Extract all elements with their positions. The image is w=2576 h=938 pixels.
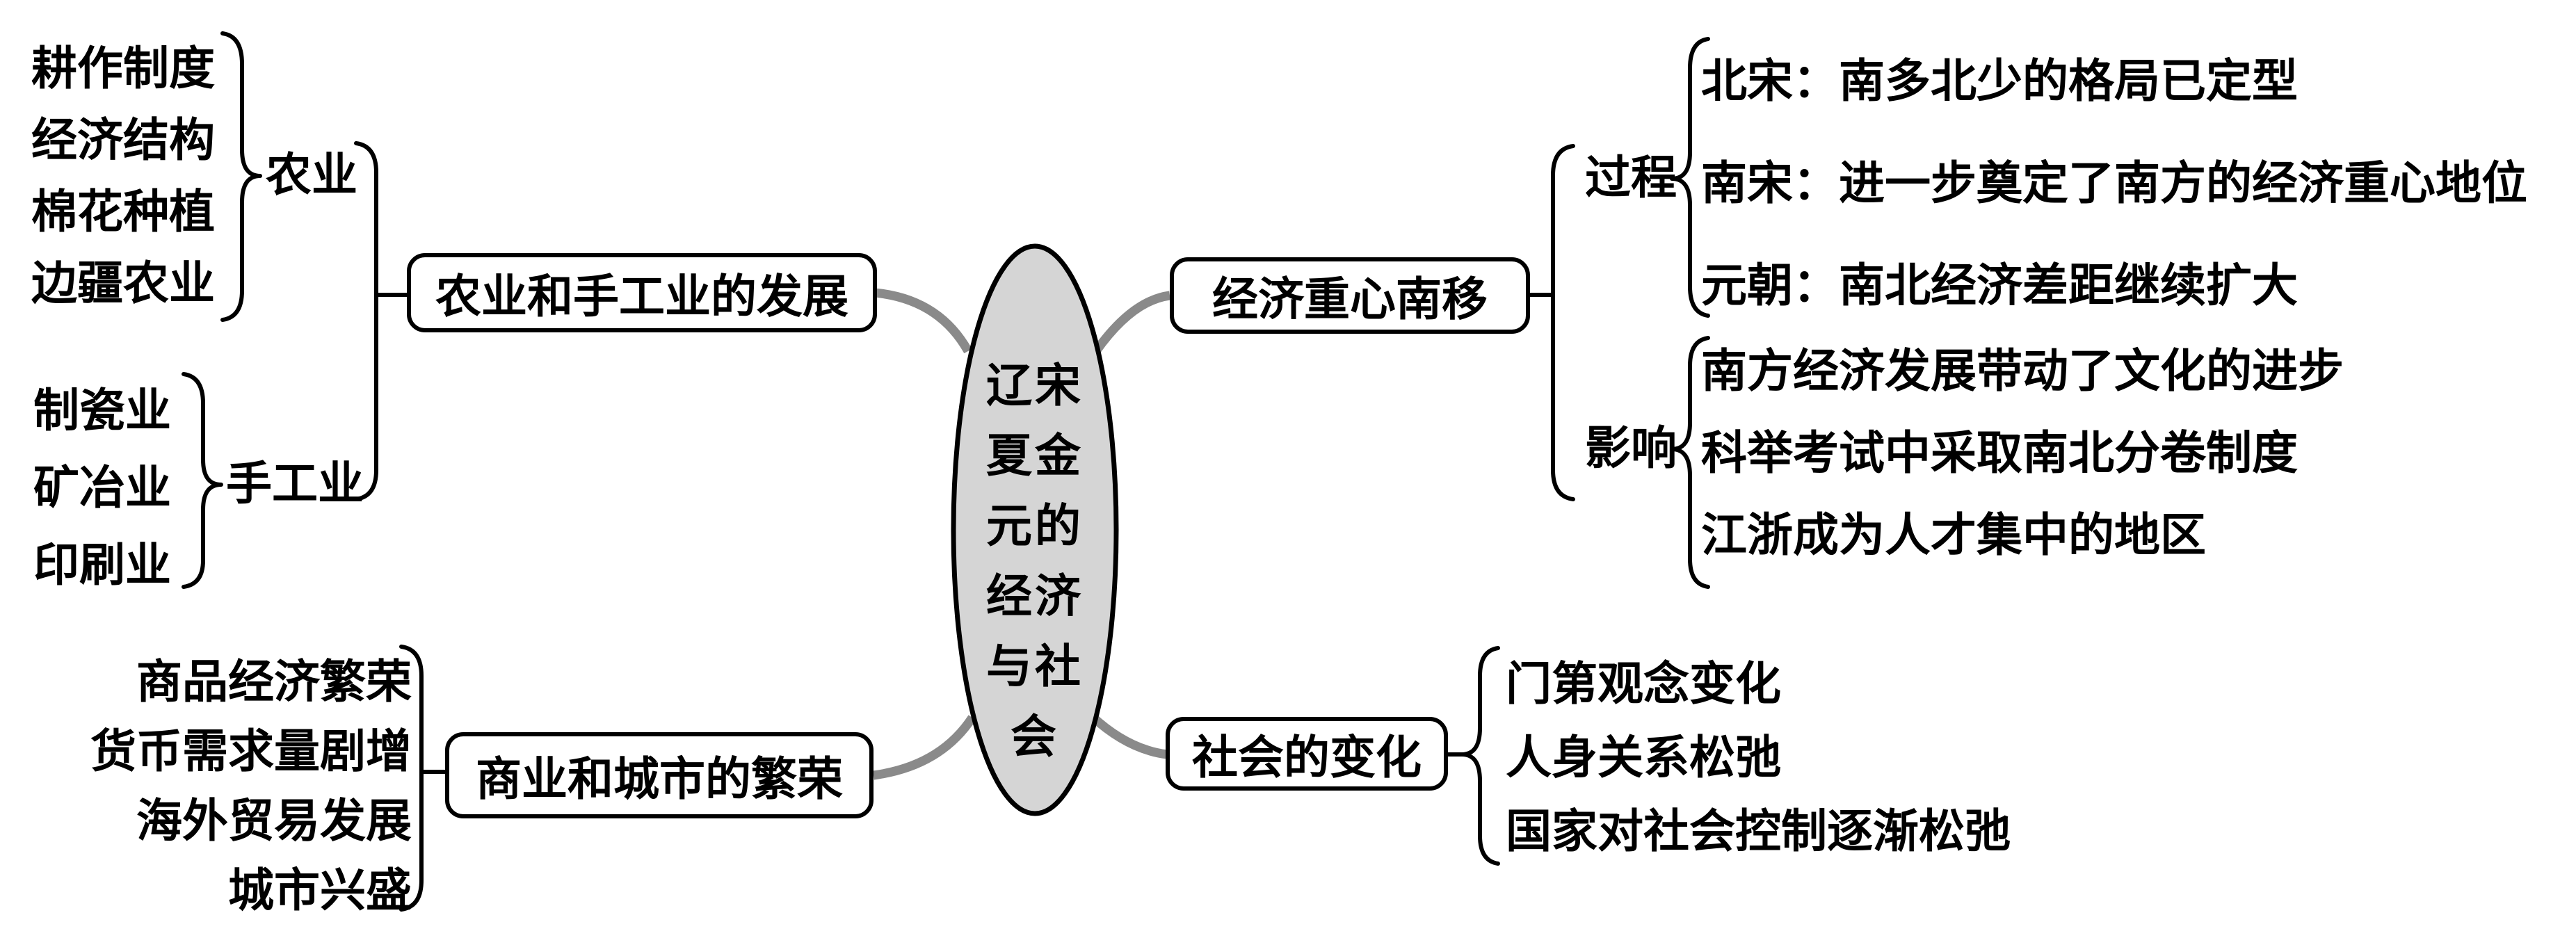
leaf-item: 海外贸易发展 — [136, 796, 412, 847]
connector-bottom-left — [873, 715, 976, 780]
leaf-list-agriculture: 耕作制度 经济结构 棉花种植 边疆农业 — [31, 29, 215, 315]
leaf-list-process: 北宋：南多北少的格局已定型 南宋：进一步奠定了南方的经济重心地位 元朝：南北经济… — [1701, 26, 2527, 332]
branch-box-economic-shift: 经济重心南移 — [1170, 257, 1530, 334]
leaf-item: 货币需求量剧增 — [90, 727, 412, 777]
center-node-label: 辽宋夏金元的经济与社会 — [986, 361, 1084, 763]
leaf-item: 科举考试中采取南北分卷制度 — [1701, 428, 2298, 479]
branch-box-social-change: 社会的变化 — [1166, 717, 1448, 791]
branch-box-agri-handicraft: 农业和手工业的发展 — [407, 253, 877, 332]
group-label-impact: 影响 — [1585, 423, 1677, 474]
leaf-item: 边疆农业 — [31, 258, 215, 309]
leaf-item: 棉花种植 — [31, 186, 215, 238]
leaf-item: 印刷业 — [33, 540, 171, 591]
leaf-item: 南宋：进一步奠定了南方的经济重心地位 — [1701, 158, 2527, 209]
leaf-item: 矿冶业 — [33, 462, 171, 514]
leaf-list-social: 门第观念变化 人身关系松弛 国家对社会控制逐渐松弛 — [1506, 643, 2011, 864]
bracket-economic-shift — [1528, 144, 1575, 501]
leaf-item: 北宋：南多北少的格局已定型 — [1701, 56, 2298, 107]
brace-process — [1670, 37, 1710, 318]
leaf-list-handicraft: 制瓷业 矿冶业 印刷业 — [33, 368, 171, 599]
leaf-item: 耕作制度 — [31, 43, 215, 95]
brace-handicraft — [182, 372, 223, 589]
group-label-agriculture: 农业 — [266, 150, 357, 201]
brace-agriculture — [220, 31, 262, 322]
leaf-item: 南方经济发展带动了文化的进步 — [1701, 346, 2344, 397]
connector-bottom-right — [1088, 713, 1168, 759]
leaf-item: 制瓷业 — [33, 385, 171, 437]
bracket-commerce — [399, 645, 450, 912]
leaf-item: 人身关系松弛 — [1506, 733, 1781, 784]
leaf-item: 元朝：南北经济差距继续扩大 — [1701, 260, 2298, 312]
group-label-handicraft: 手工业 — [226, 459, 364, 510]
leaf-list-commerce: 商品经济繁荣 货币需求量剧增 海外贸易发展 城市兴盛 — [64, 643, 412, 921]
connector-top-right — [1092, 291, 1171, 354]
leaf-item: 经济结构 — [31, 115, 215, 166]
center-node-ellipse — [951, 243, 1119, 816]
leaf-item: 江浙成为人才集中的地区 — [1701, 510, 2206, 561]
bracket-agri-handicraft — [354, 141, 409, 501]
brace-impact — [1670, 336, 1710, 589]
group-label-process: 过程 — [1585, 153, 1677, 204]
leaf-item: 商品经济繁荣 — [136, 657, 412, 708]
connector-top-left — [874, 288, 972, 354]
leaf-item: 城市兴盛 — [228, 866, 412, 916]
leaf-list-impact: 南方经济发展带动了文化的进步 科举考试中采取南北分卷制度 江浙成为人才集中的地区 — [1701, 326, 2344, 572]
leaf-item: 国家对社会控制逐渐松弛 — [1506, 807, 2011, 857]
branch-box-commerce: 商业和城市的繁荣 — [445, 732, 874, 818]
brace-social-change — [1444, 646, 1500, 866]
leaf-item: 门第观念变化 — [1506, 659, 1781, 710]
